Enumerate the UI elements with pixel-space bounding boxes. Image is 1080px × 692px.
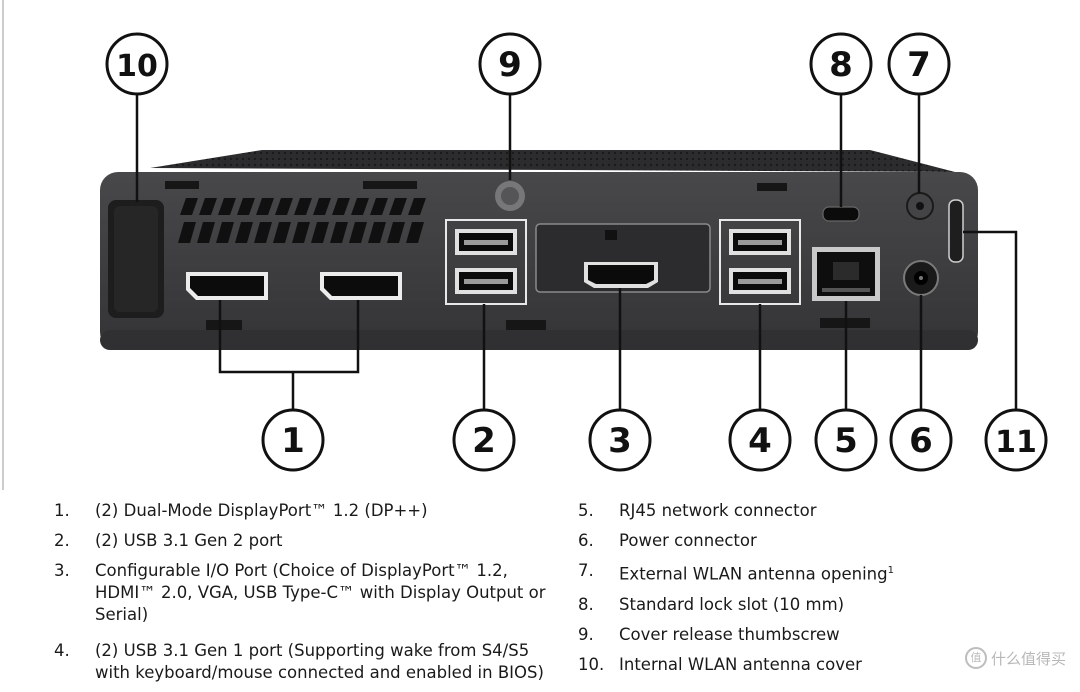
legend-text: External WLAN antenna opening1 [619,560,998,586]
legend-item: 6. Power connector [578,530,998,552]
legend-text: Cover release thumbscrew [619,624,840,644]
callout-number: 7 [907,45,931,85]
legend-number: 3. [54,561,70,580]
callout-9: 9 [478,32,542,96]
callout-circle [452,408,516,472]
callout-circle [588,408,652,472]
displayport-1 [186,272,268,300]
callout-2: 2 [452,408,516,472]
legend-right: 5. RJ45 network connector 6. Power conne… [578,500,998,684]
side-latch [948,199,964,263]
callout-circle [728,408,792,472]
callout-3: 3 [588,408,652,472]
legend-number: 1. [54,501,70,520]
callout-number: 10 [116,49,158,84]
legend-item: 7. External WLAN antenna opening1 [578,560,998,586]
callout-circle [889,408,953,472]
legend-item: 2. (2) USB 3.1 Gen 2 port [54,530,564,552]
callout-number: 4 [748,421,772,461]
usb-gen2-ports [445,219,527,305]
callout-circle [105,32,169,96]
callout-number: 3 [608,421,632,461]
legend-text: Internal WLAN antenna cover [619,654,862,674]
callout-number: 11 [995,425,1037,460]
watermark: 值 什么值得买 [964,647,1066,669]
legend-number: 2. [54,531,70,550]
legend-number: 4. [54,641,70,660]
callout-number: 5 [834,421,858,461]
legend-item: 9. Cover release thumbscrew [578,624,998,646]
callout-6: 6 [889,408,953,472]
callout-number: 9 [498,45,522,85]
usb-gen1-ports [719,219,801,305]
callout-circle [809,32,873,96]
pc-rear-diagram: 1 2 3 4 5 6 7 8 9 10 11 [2,0,1048,490]
callout-5: 5 [814,408,878,472]
legend-number: 5. [578,501,594,520]
legend-text: Power connector [619,531,757,550]
displayport-2 [320,272,402,300]
legend-item: 8. Standard lock slot (10 mm) [578,594,998,616]
configurable-io-port [535,223,711,293]
legend-item: 10. Internal WLAN antenna cover [578,654,998,676]
callout-circle [984,408,1048,472]
callout-number: 6 [909,421,933,461]
callout-circle [887,32,951,96]
rj45-port [812,247,880,301]
legend-number: 9. [578,624,594,644]
legend-text: Configurable I/O Port (Choice of Display… [95,561,546,624]
legend-item: 1. (2) Dual-Mode DisplayPort™ 1.2 (DP++) [54,500,564,522]
callout-10: 10 [105,32,169,96]
callout-circle [814,408,878,472]
legend-number: 7. [578,561,594,580]
lock-slot [822,206,860,222]
legend-footnote-marker: 1 [887,565,894,576]
legend-left: 1. (2) Dual-Mode DisplayPort™ 1.2 (DP++)… [54,500,564,692]
watermark-logo-icon: 值 [964,647,987,669]
legend-item: 5. RJ45 network connector [578,500,998,522]
legend-text: (2) USB 3.1 Gen 2 port [95,531,283,550]
legend-text-main: External WLAN antenna opening [619,564,888,584]
callout-number: 2 [472,421,496,461]
callout-4: 4 [728,408,792,472]
callout-number: 8 [829,45,853,85]
callout-number: 1 [281,421,305,461]
callout-11: 11 [984,408,1048,472]
legend-number: 10. [578,654,605,674]
callout-8: 8 [809,32,873,96]
callout-7: 7 [887,32,951,96]
legend-text: RJ45 network connector [619,501,817,520]
vent-grille [178,198,426,243]
chassis-top [150,150,955,172]
legend-text: (2) Dual-Mode DisplayPort™ 1.2 (DP++) [95,501,428,520]
watermark-text: 什么值得买 [990,649,1066,668]
legend-item: 4. (2) USB 3.1 Gen 1 port (Supporting wa… [54,640,564,684]
legend-number: 6. [578,531,594,550]
legend-item: 3. Configurable I/O Port (Choice of Disp… [54,560,564,626]
legend-number: 8. [578,594,594,614]
callout-1: 1 [261,408,325,472]
legend-text: (2) USB 3.1 Gen 1 port (Supporting wake … [95,641,544,682]
callout-circle [478,32,542,96]
legend-text: Standard lock slot (10 mm) [619,594,845,614]
callout-circle [261,408,325,472]
